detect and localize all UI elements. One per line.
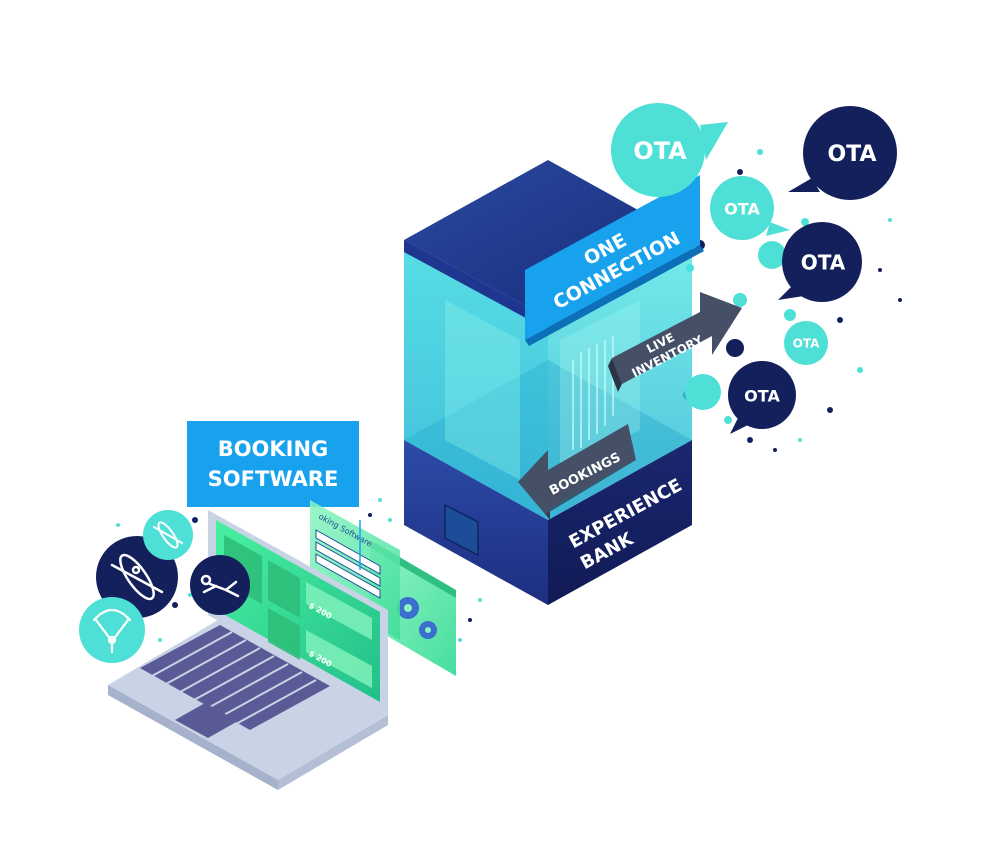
- booking-software-line2: SOFTWARE: [208, 467, 339, 491]
- ota-bubble-5: OTA: [784, 321, 828, 365]
- bubble-dot: [685, 374, 721, 410]
- ota-bubble-3: OTA: [710, 176, 790, 240]
- ota-label-4: OTA: [801, 251, 846, 275]
- ota-label-5: OTA: [793, 337, 820, 351]
- small-kayak-icon: [143, 510, 193, 560]
- ota-label-2: OTA: [827, 142, 876, 167]
- ota-bubble-1: OTA: [611, 103, 728, 197]
- bubble-dot: [758, 241, 786, 269]
- ota-label-3: OTA: [724, 200, 760, 219]
- ota-bubble-6: OTA: [728, 361, 796, 434]
- trackpad: [175, 703, 238, 738]
- booking-software-sign: BOOKING SOFTWARE: [187, 421, 359, 507]
- booking-software-line1: BOOKING: [218, 437, 329, 461]
- ota-bubble-4: OTA: [778, 222, 862, 302]
- gear-icon: [397, 597, 437, 639]
- diver-icon: [190, 555, 250, 615]
- ota-bubble-2: OTA: [788, 106, 897, 200]
- ota-label-6: OTA: [744, 387, 780, 406]
- paraglider-icon: [79, 597, 145, 663]
- ota-label-1: OTA: [633, 137, 687, 165]
- experience-bank-tower: [404, 160, 692, 605]
- laptop: $ 200 $ 200: [108, 510, 388, 790]
